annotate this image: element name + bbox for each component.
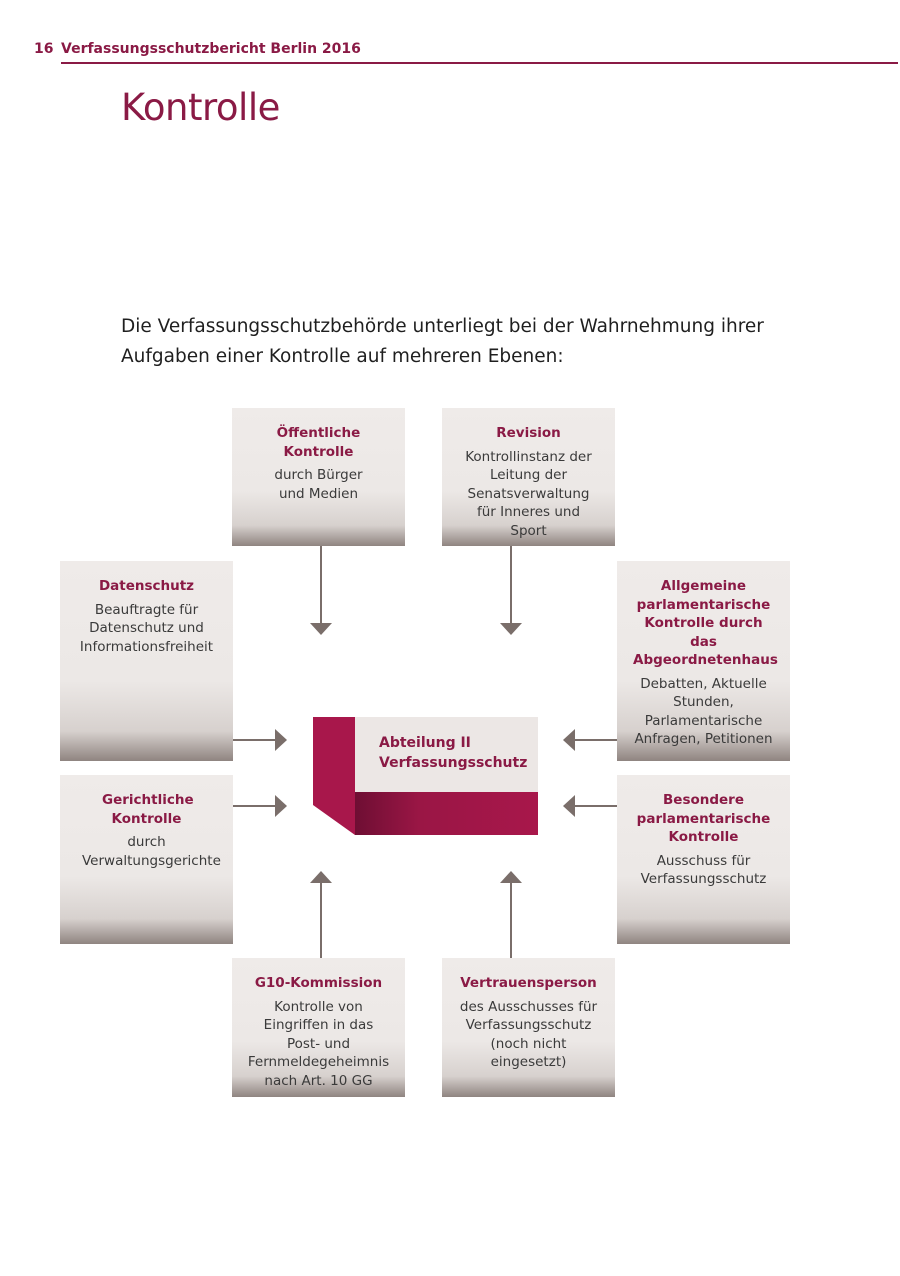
- center-line2: Verfassungsschutz: [379, 754, 528, 771]
- box-allgemeine-parlamentarische-kontrolle: Allgemeine parlamentarische Kontrolle du…: [617, 561, 790, 761]
- box-desc: Kontrollinstanz der Leitung der Senatsve…: [465, 448, 592, 539]
- box-title: G10-Kommission: [254, 975, 383, 991]
- box-oeffentliche-kontrolle: Öffentliche Kontrolle durch Bürger und M…: [232, 408, 405, 546]
- page-number: 16: [34, 41, 54, 57]
- box-datenschutz: Datenschutz Beauftragte für Datenschutz …: [60, 561, 233, 761]
- box-title: Allgemeine parlamentarische Kontrolle du…: [633, 578, 778, 668]
- center-box-top: [355, 717, 538, 792]
- header-rule: [61, 62, 898, 64]
- box-besondere-parlamentarische-kontrolle: Besondere parlamentarische Kontrolle Aus…: [617, 775, 790, 944]
- box-desc: durch Verwaltungsgerichte: [82, 834, 221, 869]
- arrowhead-besonders: [563, 795, 575, 817]
- arrowhead-gericht: [275, 795, 287, 817]
- arrowhead-revision: [500, 623, 522, 635]
- arrowhead-datenschutz: [275, 729, 287, 751]
- running-title: Verfassungsschutzbericht Berlin 2016: [61, 41, 361, 57]
- arrowhead-vertrauen: [500, 871, 522, 883]
- box-desc: Beauftragte für Datenschutz und Informat…: [79, 601, 214, 655]
- intro-text: Die Verfassungsschutzbehörde unterliegt …: [121, 316, 764, 367]
- box-title: Revision: [496, 425, 561, 441]
- page-header: 16 Verfassungsschutzbericht Berlin 2016: [34, 41, 898, 65]
- box-title: Gerichtliche Kontrolle: [102, 792, 194, 827]
- box-title: Datenschutz: [98, 578, 195, 594]
- box-g10-kommission: G10-Kommission Kontrolle von Eingriffen …: [232, 958, 405, 1097]
- center-line1: Abteilung II: [379, 735, 471, 751]
- center-label: Abteilung II Verfassungsschutz: [379, 734, 529, 773]
- box-revision: Revision Kontrollinstanz der Leitung der…: [442, 408, 615, 546]
- center-box-bottom: [355, 792, 538, 835]
- box-desc: Debatten, Aktuelle Stunden, Parlamentari…: [634, 675, 773, 748]
- arrowhead-g10: [310, 871, 332, 883]
- box-desc: Kontrolle von Eingriffen in das Post- un…: [247, 998, 390, 1089]
- box-gerichtliche-kontrolle: Gerichtliche Kontrolle durch Verwaltungs…: [60, 775, 233, 944]
- box-desc: des Ausschusses für Verfassungsschutz (n…: [459, 998, 598, 1071]
- box-title: Besondere parlamentarische Kontrolle: [636, 792, 771, 845]
- box-desc: Ausschuss für Verfassungsschutz: [640, 852, 767, 888]
- arrowhead-oeffentlich: [310, 623, 332, 635]
- arrowhead-allgemein: [563, 729, 575, 751]
- box-vertrauensperson: Vertrauensperson des Ausschusses für Ver…: [442, 958, 615, 1097]
- box-title: Öffentliche Kontrolle: [276, 425, 361, 460]
- page-title: Kontrolle: [121, 86, 280, 129]
- box-title: Vertrauensperson: [460, 975, 597, 991]
- center-fold-shape: [313, 717, 355, 835]
- box-desc: durch Bürger und Medien: [274, 467, 363, 502]
